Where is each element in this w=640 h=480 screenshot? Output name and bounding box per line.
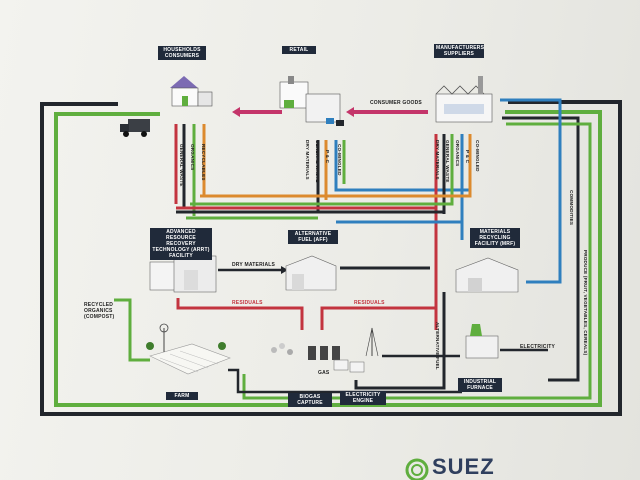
industrial-furnace-icon bbox=[460, 322, 504, 362]
suez-logo-mark bbox=[402, 455, 562, 480]
alt-fuel-facility-icon bbox=[282, 252, 340, 294]
biogas-node: BIOGAS CAPTURE bbox=[288, 393, 332, 407]
retail-blue-line bbox=[334, 140, 470, 192]
gas-label: GAS bbox=[318, 370, 330, 376]
mrf-node: MATERIALS RECYCLING FACILITY (MRF) bbox=[470, 228, 520, 248]
manufacturers-node: MANUFACTURERS SUPPLIERS bbox=[434, 44, 485, 58]
arrt-facility-icon bbox=[148, 252, 220, 298]
consumer-goods-label: CONSUMER GOODS bbox=[370, 100, 422, 106]
residuals-right-line bbox=[320, 306, 436, 330]
consumer-goods-head-2 bbox=[232, 107, 240, 117]
recyclables-label: RECYCLABLES bbox=[201, 144, 206, 181]
arrt-node: ADVANCED RESOURCE RECOVERY TECHNOLOGY (A… bbox=[150, 228, 212, 260]
mfr-organics-label: ORGANICS bbox=[455, 140, 460, 167]
organics-label: ORGANICS bbox=[190, 144, 195, 171]
mfr-pc-label: P & C bbox=[465, 150, 470, 164]
alternative-fuel-label: ALTERNATIVE FUEL bbox=[435, 322, 440, 370]
industrial-furnace-node: INDUSTRIAL FURNACE bbox=[458, 378, 502, 392]
residuals-right-label: RESIDUALS bbox=[354, 300, 385, 306]
commodities-label: COMMODITIES bbox=[569, 190, 574, 226]
retail-store-icon bbox=[276, 74, 352, 130]
truck-icon bbox=[118, 116, 152, 138]
alternative-fuel-line bbox=[354, 292, 446, 390]
produce-loop bbox=[242, 122, 592, 400]
general-waste-label: GENERAL WASTE bbox=[179, 144, 184, 187]
house-icon bbox=[166, 74, 214, 110]
mfr-comingled-label: CO-MINGLED bbox=[475, 140, 480, 172]
produce-label: PRODUCE (FRUIT, VEGETABLES, CEREALS) bbox=[583, 250, 588, 356]
consumer-goods-head-1 bbox=[346, 107, 354, 117]
retail-pc-label: P & C bbox=[325, 150, 330, 164]
mfr-green-line bbox=[190, 134, 454, 206]
biogas-plant-icon bbox=[268, 326, 384, 378]
recycled-organics-line bbox=[114, 298, 150, 362]
households-node: HOUSEHOLDS CONSUMERS bbox=[158, 46, 206, 60]
mrf-facility-icon bbox=[452, 254, 522, 296]
mfr-orange-line bbox=[200, 134, 472, 198]
farm-icon bbox=[140, 322, 236, 384]
farm-node: FARM bbox=[166, 392, 198, 400]
bus-blue bbox=[336, 220, 464, 240]
retail-general-waste-label: GENERAL WASTE bbox=[315, 140, 320, 183]
retail-node: RETAIL bbox=[282, 46, 316, 54]
mfr-dry-materials-label: DRY MATERIALS bbox=[435, 140, 440, 180]
residuals-left-label: RESIDUALS bbox=[232, 300, 263, 306]
suez-logo-text: SUEZ bbox=[432, 454, 495, 479]
blue-pc-right-loop bbox=[500, 98, 562, 284]
residuals-left-line bbox=[176, 298, 304, 330]
electricity-engine-node: ELECTRICITY ENGINE bbox=[340, 391, 386, 405]
electricity-label: ELECTRICITY bbox=[520, 344, 555, 350]
retail-comingled-label: CO-MINGLED bbox=[337, 144, 342, 176]
recycled-organics-label: RECYCLED ORGANICS (COMPOST) bbox=[84, 302, 115, 320]
dry-materials-head bbox=[281, 266, 288, 274]
alt-fuel-node: ALTERNATIVE FUEL (AFF) bbox=[288, 230, 338, 244]
mfr-general-waste-label: GENERAL WASTE bbox=[445, 140, 450, 183]
retail-dry-materials-label: DRY MATERIALS bbox=[305, 140, 310, 180]
general-waste-outer-loop bbox=[40, 100, 622, 416]
dry-materials-flow-label: DRY MATERIALS bbox=[232, 262, 276, 268]
commodities-loop bbox=[502, 116, 580, 382]
factory-icon bbox=[430, 74, 502, 130]
